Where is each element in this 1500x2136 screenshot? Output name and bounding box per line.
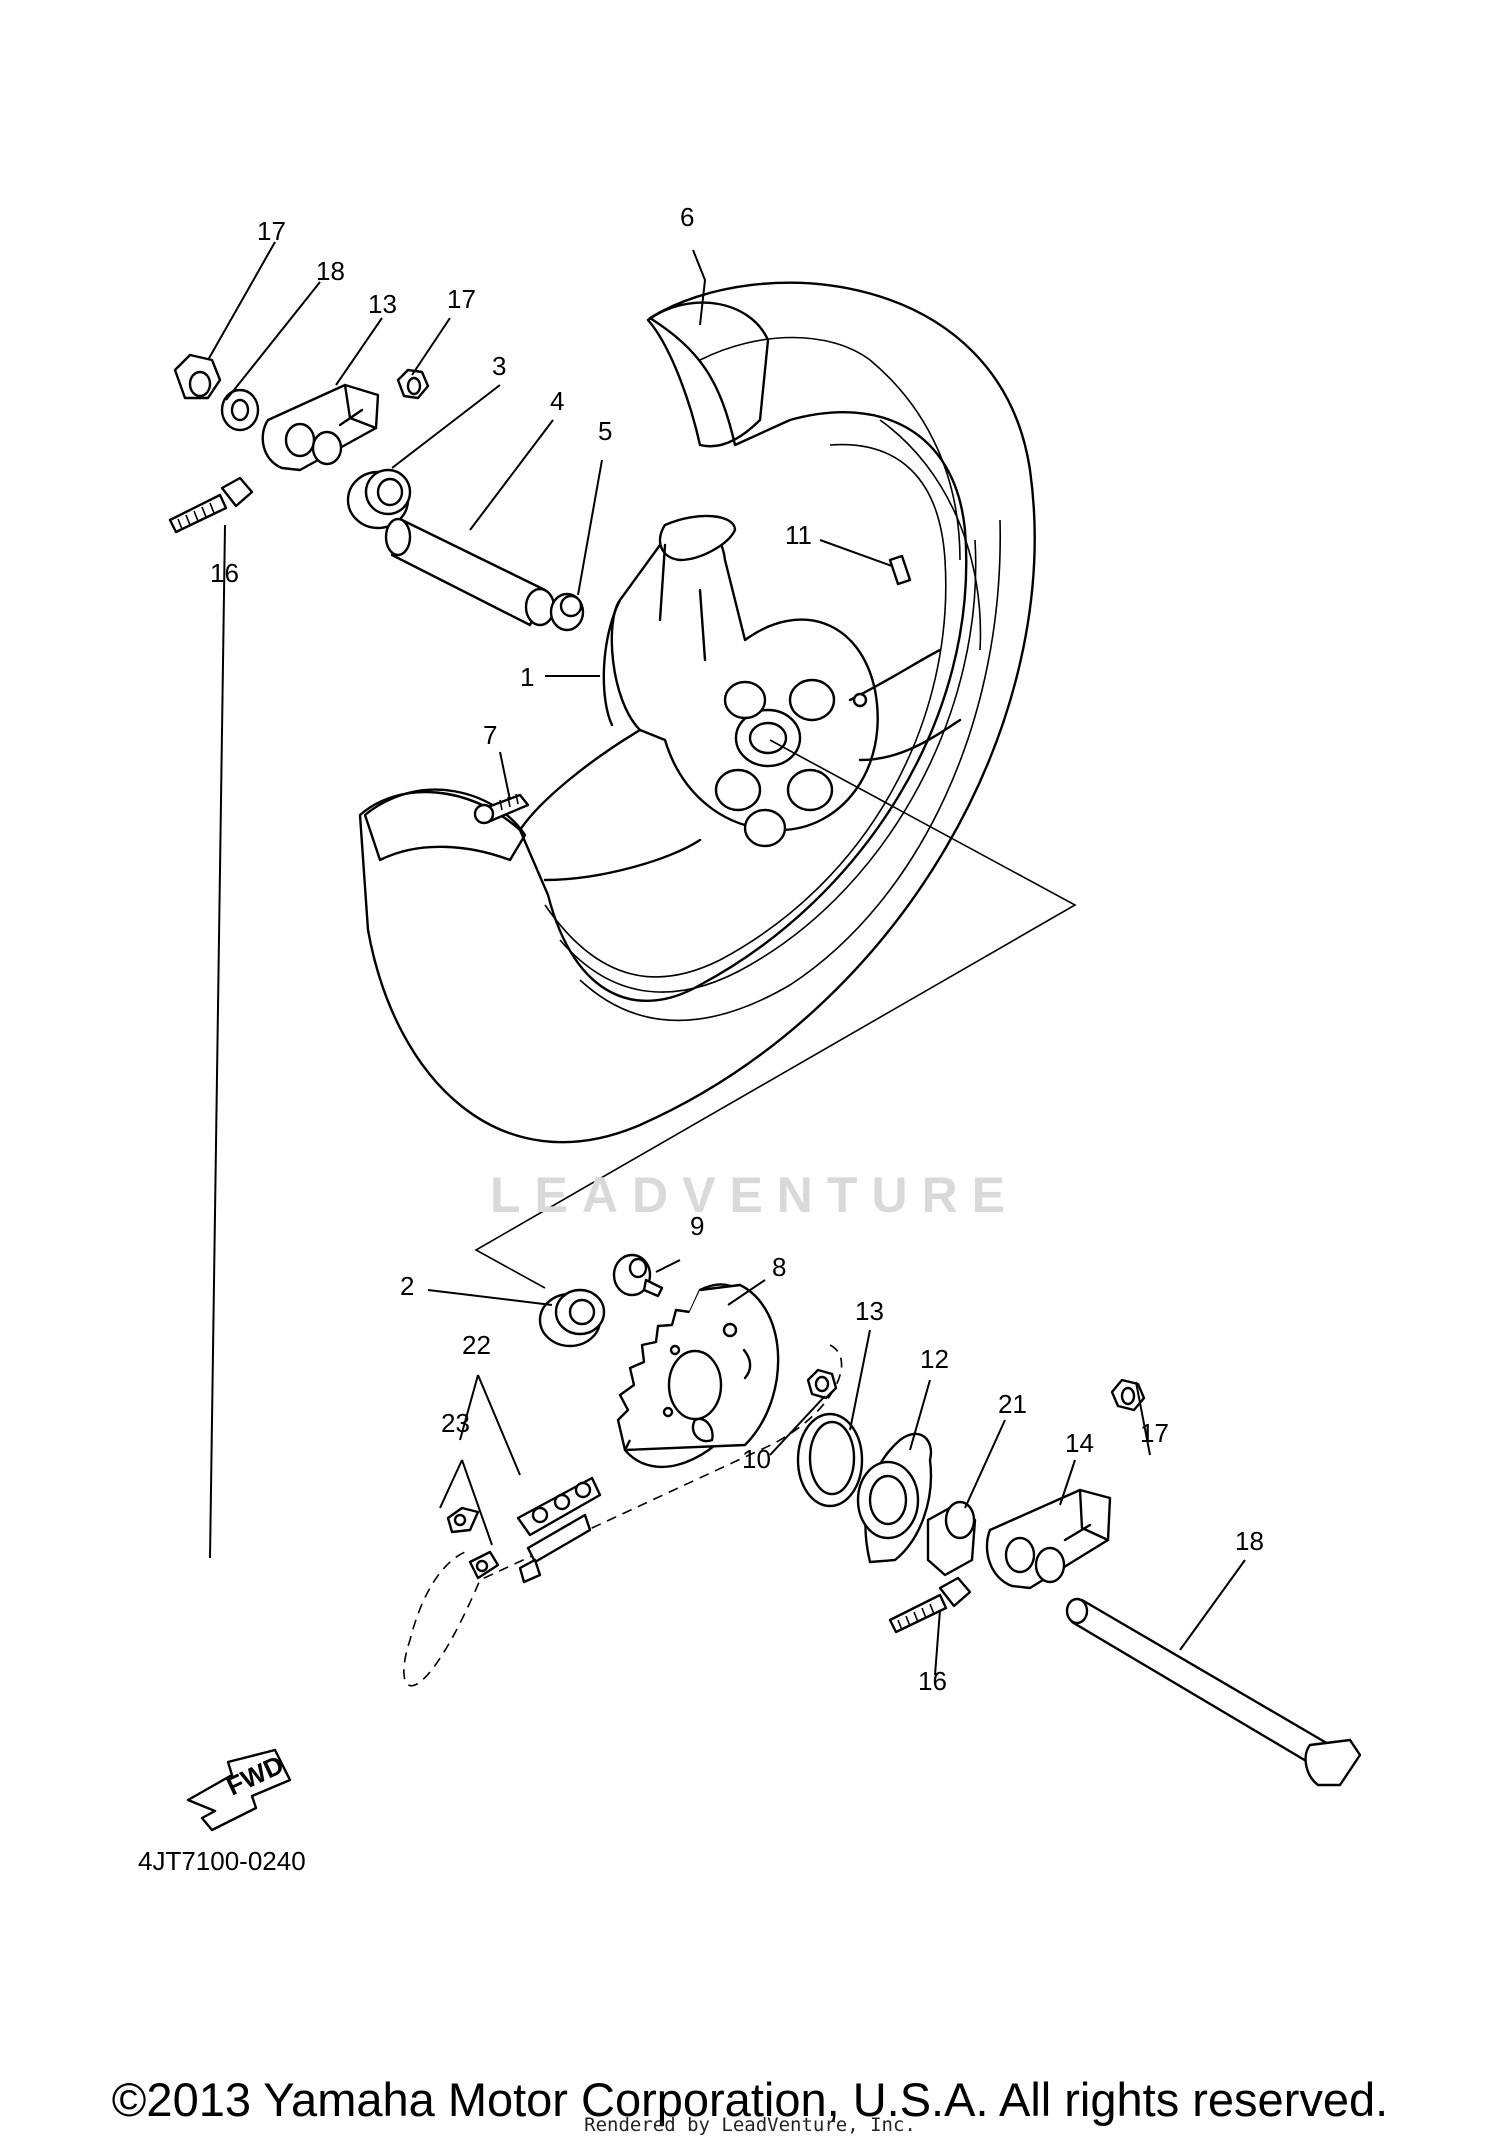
callout-16-top: 16 [210,558,239,588]
oil-seal-part-5[interactable] [549,592,585,632]
copyright-notice: ©2013 Yamaha Motor Corporation, U.S.A. A… [111,2073,1389,2126]
bearing-part-3[interactable] [346,468,412,530]
chain-puller-part-15[interactable] [261,383,380,472]
nut-part-17-top[interactable] [396,368,430,400]
sprocket-part-8[interactable] [616,1283,780,1469]
bolt-part-16-top[interactable] [168,476,254,534]
watermark: LEADVENTURE [490,1167,1020,1223]
bolt-part-9[interactable] [612,1253,664,1298]
callout-21: 21 [998,1389,1027,1419]
callout-23: 23 [441,1408,470,1438]
callout-2: 2 [400,1271,414,1301]
axle-part-18[interactable] [1065,1597,1362,1787]
fwd-arrow-icon: FWD [186,1748,292,1832]
callout-labels: 17 18 13 17 3 4 5 6 11 1 7 16 9 2 8 13 1… [210,202,1264,1696]
bolt-part-16-bottom[interactable] [888,1576,972,1634]
chain-joint-part-22[interactable] [516,1476,602,1564]
callout-17-top: 17 [447,284,476,314]
callout-1: 1 [520,662,534,692]
callout-15: 13 [368,289,397,319]
bearing-part-2[interactable] [538,1288,606,1348]
callout-10: 10 [742,1444,771,1474]
chain-puller-part-14[interactable] [985,1488,1112,1590]
callout-14: 14 [1065,1428,1094,1458]
rendered-by-notice: Rendered by LeadVenture, Inc. [584,2114,916,2136]
callout-4: 4 [550,386,564,416]
callout-22: 22 [462,1330,491,1360]
wheel-hub-part-1[interactable] [518,514,962,882]
bearing-part-12[interactable] [856,1432,933,1564]
nut-part-19[interactable] [173,353,222,400]
valve-part-7[interactable] [473,793,530,825]
leader-lines [207,241,1246,1676]
callout-5: 5 [598,416,612,446]
alignment-line [474,739,1077,1289]
callout-11: 11 [785,520,812,550]
callout-3: 3 [492,351,506,381]
callout-12: 12 [920,1344,949,1374]
callout-17-bottom: 17 [1140,1418,1169,1448]
callout-18: 18 [1235,1526,1264,1556]
nut-part-17-bottom[interactable] [1110,1378,1146,1412]
callout-20: 18 [316,256,345,286]
callout-13: 13 [855,1296,884,1326]
tire-part-6[interactable] [358,281,1036,1144]
callout-19: 17 [257,216,286,246]
callout-6: 6 [680,202,694,232]
callout-7: 7 [483,720,497,750]
balance-weight-part-11[interactable] [888,554,912,586]
callout-8: 8 [772,1252,786,1282]
washer-part-20[interactable] [220,388,260,432]
nut-part-10[interactable] [806,1368,838,1400]
chain-joint-part-23[interactable] [446,1506,542,1584]
callout-16-bottom: 16 [918,1666,947,1696]
diagram-code: 4JT7100-0240 [138,1846,306,1876]
callout-9: 9 [690,1211,704,1241]
spacer-part-4[interactable] [384,517,556,627]
circlip-part-13[interactable] [796,1412,864,1508]
damper-part-21[interactable] [926,1500,977,1577]
